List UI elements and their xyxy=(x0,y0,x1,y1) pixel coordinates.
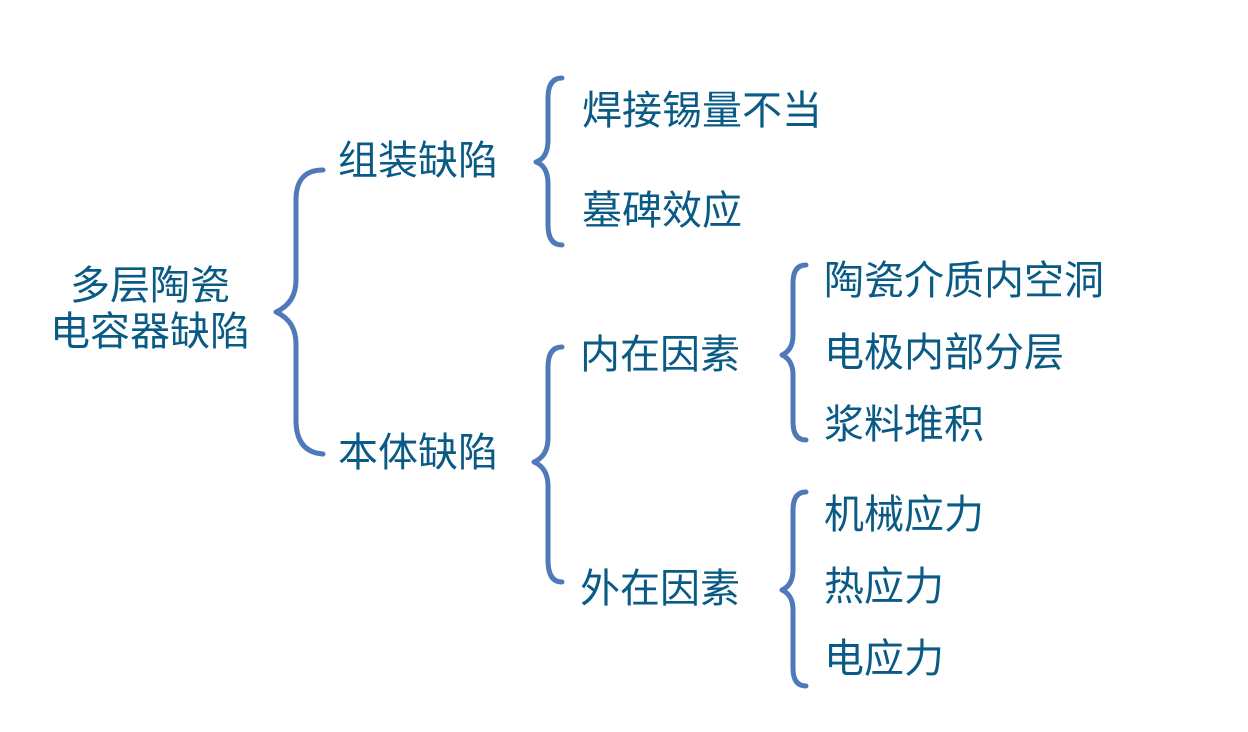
branch-body-defect: 本体缺陷 xyxy=(338,430,498,476)
body-defect-brace xyxy=(531,344,565,585)
leaf-paste-accumulation: 浆料堆积 xyxy=(824,402,984,448)
leaf-electrode-delamination: 电极内部分层 xyxy=(824,330,1064,376)
leaf-mechanical-stress: 机械应力 xyxy=(824,492,984,538)
group-internal-factors: 内在因素 xyxy=(580,332,740,378)
leaf-thermal-stress: 热应力 xyxy=(824,564,944,610)
root-title-line2: 电容器缺陷 xyxy=(50,309,250,355)
internal-factor-brace xyxy=(779,262,809,443)
branch-assembly-defect: 组装缺陷 xyxy=(338,138,498,184)
assembly-defect-brace xyxy=(533,75,565,248)
external-factor-brace xyxy=(779,489,809,689)
leaf-dielectric-void: 陶瓷介质内空洞 xyxy=(824,258,1104,304)
leaf-tombstone-effect: 墓碑效应 xyxy=(582,188,742,234)
root-node: 多层陶瓷 电容器缺陷 xyxy=(50,263,250,355)
root-brace xyxy=(273,167,326,457)
root-title-line1: 多层陶瓷 xyxy=(70,263,230,309)
leaf-electrical-stress: 电应力 xyxy=(824,636,944,682)
leaf-solder-amount: 焊接锡量不当 xyxy=(582,88,822,134)
group-external-factors: 外在因素 xyxy=(580,566,740,612)
